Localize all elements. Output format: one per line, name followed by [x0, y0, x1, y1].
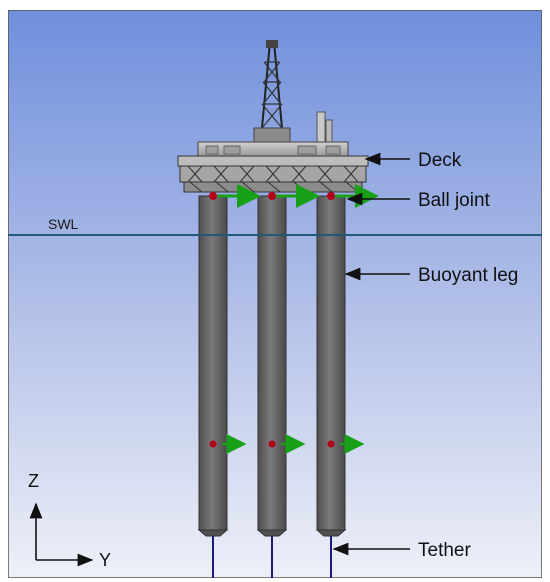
leg-left [198, 195, 228, 531]
ball-joint-label: Ball joint [418, 190, 491, 211]
buoyant-legs [197, 195, 347, 537]
swl-label: SWL [48, 216, 79, 232]
leg-center [257, 195, 287, 531]
tethers [212, 536, 332, 578]
deck-label: Deck [418, 150, 462, 171]
axis-triad: Z Y [28, 471, 111, 570]
y-axis-label: Y [99, 550, 111, 570]
z-axis-label: Z [28, 471, 39, 491]
buoyant-leg-label: Buoyant leg [418, 265, 518, 286]
deck-structure [177, 141, 369, 193]
leg-load-points [209, 434, 365, 454]
callouts [332, 152, 410, 556]
diagram-frame: SWL Deck Ball joint Buoyant [8, 10, 542, 578]
leg-right [316, 195, 346, 531]
derrick [253, 40, 291, 145]
platform-diagram: SWL Deck Ball joint Buoyant [8, 10, 542, 578]
tether-label: Tether [418, 540, 471, 561]
